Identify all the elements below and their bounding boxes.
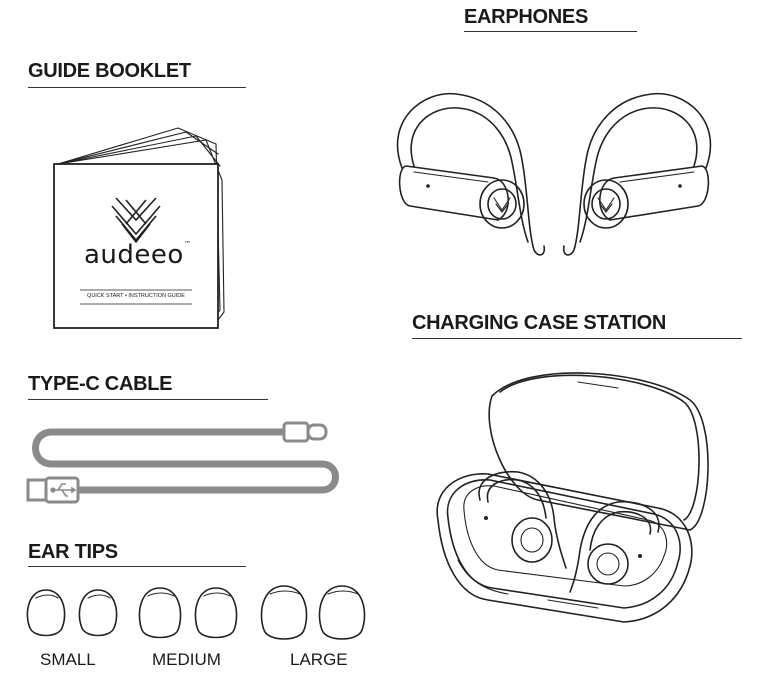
type-c-cable-rule bbox=[28, 399, 268, 400]
earphones-rule bbox=[464, 31, 637, 32]
type-c-connector bbox=[282, 421, 310, 443]
ear-tips-heading: EAR TIPS bbox=[28, 541, 118, 563]
earphones-illustration bbox=[396, 92, 712, 256]
ear-tip-size-medium: MEDIUM bbox=[152, 650, 221, 669]
type-c-cable-heading: TYPE-C CABLE bbox=[28, 373, 173, 395]
usb-a-connector bbox=[26, 478, 48, 502]
ear-tips-illustration bbox=[26, 585, 366, 640]
charging-case-rule bbox=[412, 338, 742, 339]
earphones-heading: EARPHONES bbox=[464, 6, 588, 28]
booklet-trademark: ™ bbox=[183, 240, 192, 248]
ear-tip-size-large: LARGE bbox=[290, 650, 348, 669]
charging-case-heading: CHARGING CASE STATION bbox=[412, 312, 667, 334]
guide-booklet-illustration bbox=[53, 127, 225, 329]
booklet-subtitle: QUICK START • INSTRUCTION GUIDE bbox=[87, 293, 185, 299]
guide-booklet-heading: GUIDE BOOKLET bbox=[28, 60, 191, 82]
ear-tip-size-small: SMALL bbox=[40, 650, 96, 669]
booklet-brand: audeeo™ bbox=[84, 240, 191, 270]
ear-tip-medium-pair bbox=[138, 587, 238, 639]
ear-tips-rule bbox=[28, 566, 246, 567]
booklet-brand-text: audeeo bbox=[84, 240, 184, 270]
right-earphone bbox=[562, 92, 712, 256]
charging-case-illustration bbox=[436, 372, 709, 623]
guide-booklet-rule bbox=[28, 87, 246, 88]
type-c-cable-illustration bbox=[26, 421, 339, 504]
ear-tip-small-pair bbox=[26, 589, 118, 637]
ear-tip-large-pair bbox=[260, 585, 366, 640]
left-earphone bbox=[396, 92, 546, 256]
usb-symbol-icon bbox=[50, 483, 77, 497]
audeeo-logo-icon bbox=[111, 197, 161, 244]
